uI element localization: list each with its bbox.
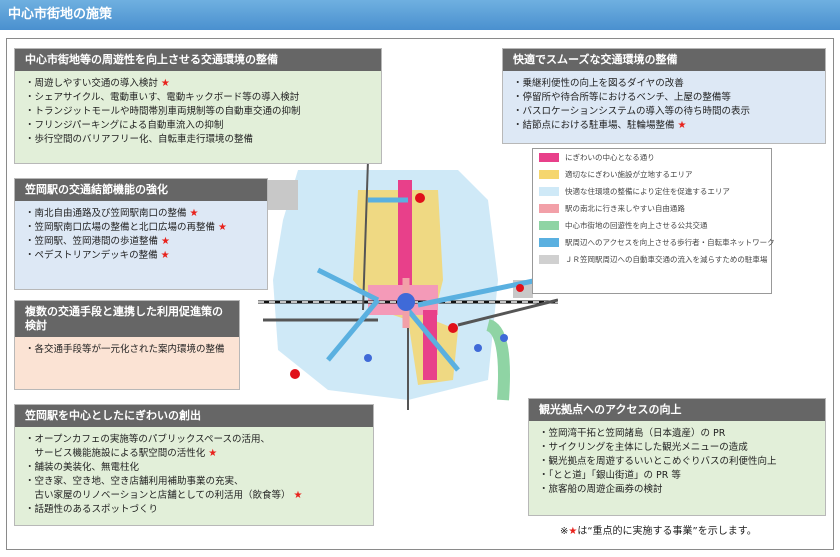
- map-legend: にぎわいの中心となる通り適切なにぎわい施設が立地するエリア快適な住環境の整備によ…: [532, 148, 775, 294]
- list-item: ・ペデストリアンデッキの整備★: [25, 250, 170, 261]
- legend-row: にぎわいの中心となる通り: [533, 149, 771, 166]
- pedestrian-arrow: [417, 277, 539, 308]
- list-item: ・乗継利便性の向上を図るダイヤの改善: [513, 78, 684, 89]
- list-item: ・バスロケーションシステムの導入等の待ち時間の表示: [513, 106, 751, 117]
- list-item: ・舗装の美装化、無電柱化: [25, 462, 140, 473]
- legend-swatch: [539, 204, 559, 213]
- legend-label: にぎわいの中心となる通り: [565, 153, 655, 162]
- footnote-star: ★: [568, 526, 578, 537]
- legend-swatch: [539, 153, 559, 162]
- list-item: ・旅客船の周遊企画券の検討: [539, 484, 663, 495]
- legend-label: 適切なにぎわい施設が立地するエリア: [565, 170, 693, 179]
- priority-star-icon: ★: [161, 236, 170, 247]
- box-smooth-traffic: 快適でスムーズな交通環境の整備 ・乗継利便性の向上を図るダイヤの改善・停留所や待…: [502, 48, 826, 144]
- lively-street: [423, 310, 437, 380]
- point-marker: [290, 369, 300, 379]
- station-marker: [397, 293, 415, 311]
- box-heading: 快適でスムーズな交通環境の整備: [503, 49, 825, 71]
- legend-row: 駅周辺へのアクセスを向上させる歩行者・自転車ネットワーク: [533, 234, 775, 251]
- legend-label: ＪＲ笠岡駅周辺への自動車交通の流入を減らすための駐車場: [565, 255, 768, 264]
- legend-swatch: [539, 221, 559, 230]
- stop-marker: [474, 344, 482, 352]
- point-marker: [415, 193, 425, 203]
- item-list: ・南北自由通路及び笠岡駅南口の整備★ ・笠岡駅南口広場の整備と北口広場の再整備★ ・…: [15, 201, 267, 267]
- point-marker: [448, 323, 458, 333]
- map-diagram: [258, 160, 558, 410]
- list-item: ・歩行空間のバリアフリー化、自転車走行環境の整備: [25, 134, 254, 145]
- list-item: ・サイクリングを主体にした観光メニューの造成: [539, 442, 748, 453]
- list-item: ・南北自由通路及び笠岡駅南口の整備★: [25, 208, 199, 219]
- legend-swatch: [539, 238, 559, 247]
- legend-label: 快適な住環境の整備により定住を促進するエリア: [565, 187, 730, 196]
- footnote-prefix: ※: [560, 526, 569, 537]
- list-item: ・笠岡駅南口広場の整備と北口広場の再整備★: [25, 222, 227, 233]
- legend-label: 駅の南北に行き来しやすい自由通路: [565, 204, 685, 213]
- list-item: ・オープンカフェの実施等のパブリックスペースの活用、: [25, 434, 271, 445]
- footnote: ※★は“重点的に実施する事業”を示します。: [560, 522, 757, 537]
- legend-label: 中心市街地の回遊性を向上させる公共交通: [565, 221, 708, 230]
- legend-row: ＪＲ笠岡駅周辺への自動車交通の流入を減らすための駐車場: [533, 251, 771, 268]
- list-item: ・笠岡駅、笠岡港間の歩道整備★: [25, 236, 170, 247]
- priority-star-icon: ★: [293, 490, 303, 501]
- footnote-text: は“重点的に実施する事業”を示します。: [577, 526, 757, 537]
- list-item: ・話題性のあるスポットづくり: [25, 504, 159, 515]
- box-multimodal: 複数の交通手段と連携した利用促進策の検討 ・各交通手段等が一元化された案内環境の…: [14, 300, 240, 390]
- list-item: 古い家屋のリノベーションと店舗としての利活用（飲食等）★: [25, 490, 303, 501]
- box-heading: 笠岡駅を中心としたにぎわいの創出: [15, 405, 373, 427]
- priority-star-icon: ★: [677, 120, 687, 131]
- legend-label: 駅周辺へのアクセスを向上させる歩行者・自転車ネットワーク: [565, 238, 775, 247]
- list-item: ・観光拠点を周遊するいいとこめぐりバスの利便性向上: [539, 456, 777, 467]
- box-liveliness: 笠岡駅を中心としたにぎわいの創出 ・オープンカフェの実施等のパブリックスペースの…: [14, 404, 374, 526]
- item-list: ・乗継利便性の向上を図るダイヤの改善・停留所や待合所等におけるベンチ、上屋の整備…: [503, 71, 825, 137]
- box-heading: 中心市街地等の周遊性を向上させる交通環境の整備: [15, 49, 381, 71]
- priority-star-icon: ★: [208, 448, 218, 459]
- legend-row: 適切なにぎわい施設が立地するエリア: [533, 166, 771, 183]
- parking-block: [268, 180, 298, 210]
- list-item: ・各交通手段等が一元化された案内環境の整備: [25, 344, 225, 355]
- priority-star-icon: ★: [160, 250, 170, 261]
- road: [362, 160, 369, 311]
- list-item: ・空き家、空き地、空き店舗利用補助事業の充実、: [25, 476, 244, 487]
- list-item: サービス機能施設による駅空間の活性化★: [25, 448, 218, 459]
- list-item: ・周遊しやすい交通の導入検討★: [25, 78, 170, 89]
- stop-marker: [500, 334, 508, 342]
- box-station-node: 笠岡駅の交通結節機能の強化 ・南北自由通路及び笠岡駅南口の整備★ ・笠岡駅南口広場…: [14, 178, 268, 290]
- list-item: ・「とと道」「銀山街道」の PR 等: [539, 470, 681, 481]
- priority-star-icon: ★: [218, 222, 227, 233]
- legend-swatch: [539, 170, 559, 179]
- page-title: 中心市街地の施策: [0, 0, 840, 30]
- box-heading: 複数の交通手段と連携した利用促進策の検討: [15, 301, 239, 337]
- pedestrian-arrow: [406, 308, 460, 372]
- list-item: ・笠岡湾干拓と笠岡諸島（日本遺産）の PR: [539, 428, 726, 439]
- transit-band: [485, 319, 510, 401]
- pedestrian-arrow: [316, 267, 380, 303]
- point-marker: [516, 284, 524, 292]
- item-list: ・周遊しやすい交通の導入検討★ ・シェアサイクル、電動車いす、電動キックボード等の…: [15, 71, 381, 151]
- list-item: ・結節点における駐車場、駐輪場整備★: [513, 120, 687, 131]
- road: [457, 298, 558, 327]
- legend-row: 中心市街地の回遊性を向上させる公共交通: [533, 217, 771, 234]
- lively-street: [398, 180, 412, 300]
- priority-star-icon: ★: [189, 208, 199, 219]
- legend-swatch: [539, 187, 559, 196]
- pedestrian-arrow: [326, 298, 380, 362]
- list-item: ・停留所や待合所等におけるベンチ、上屋の整備等: [513, 92, 731, 103]
- stop-marker: [364, 354, 372, 362]
- list-item: ・フリンジパーキングによる自動車流入の抑制: [25, 120, 224, 131]
- list-item: ・トランジットモールや時間帯別車両規制等の自動車交通の抑制: [25, 106, 301, 117]
- item-list: ・笠岡湾干拓と笠岡諸島（日本遺産）の PR ・サイクリングを主体にした観光メニュー…: [529, 421, 825, 501]
- list-item: ・シェアサイクル、電動車いす、電動キックボード等の導入検討: [25, 92, 300, 103]
- box-heading: 笠岡駅の交通結節機能の強化: [15, 179, 267, 201]
- legend-swatch: [539, 255, 559, 264]
- item-list: ・オープンカフェの実施等のパブリックスペースの活用、 サービス機能施設による駅空…: [15, 427, 373, 521]
- box-traffic-environment: 中心市街地等の周遊性を向上させる交通環境の整備 ・周遊しやすい交通の導入検討★・…: [14, 48, 382, 164]
- box-heading: 観光拠点へのアクセスの向上: [529, 399, 825, 421]
- legend-row: 快適な住環境の整備により定住を促進するエリア: [533, 183, 771, 200]
- legend-row: 駅の南北に行き来しやすい自由通路: [533, 200, 771, 217]
- box-tourism-access: 観光拠点へのアクセスの向上 ・笠岡湾干拓と笠岡諸島（日本遺産）の PR ・サイクリ…: [528, 398, 826, 516]
- item-list: ・各交通手段等が一元化された案内環境の整備: [15, 337, 239, 361]
- priority-star-icon: ★: [160, 78, 170, 89]
